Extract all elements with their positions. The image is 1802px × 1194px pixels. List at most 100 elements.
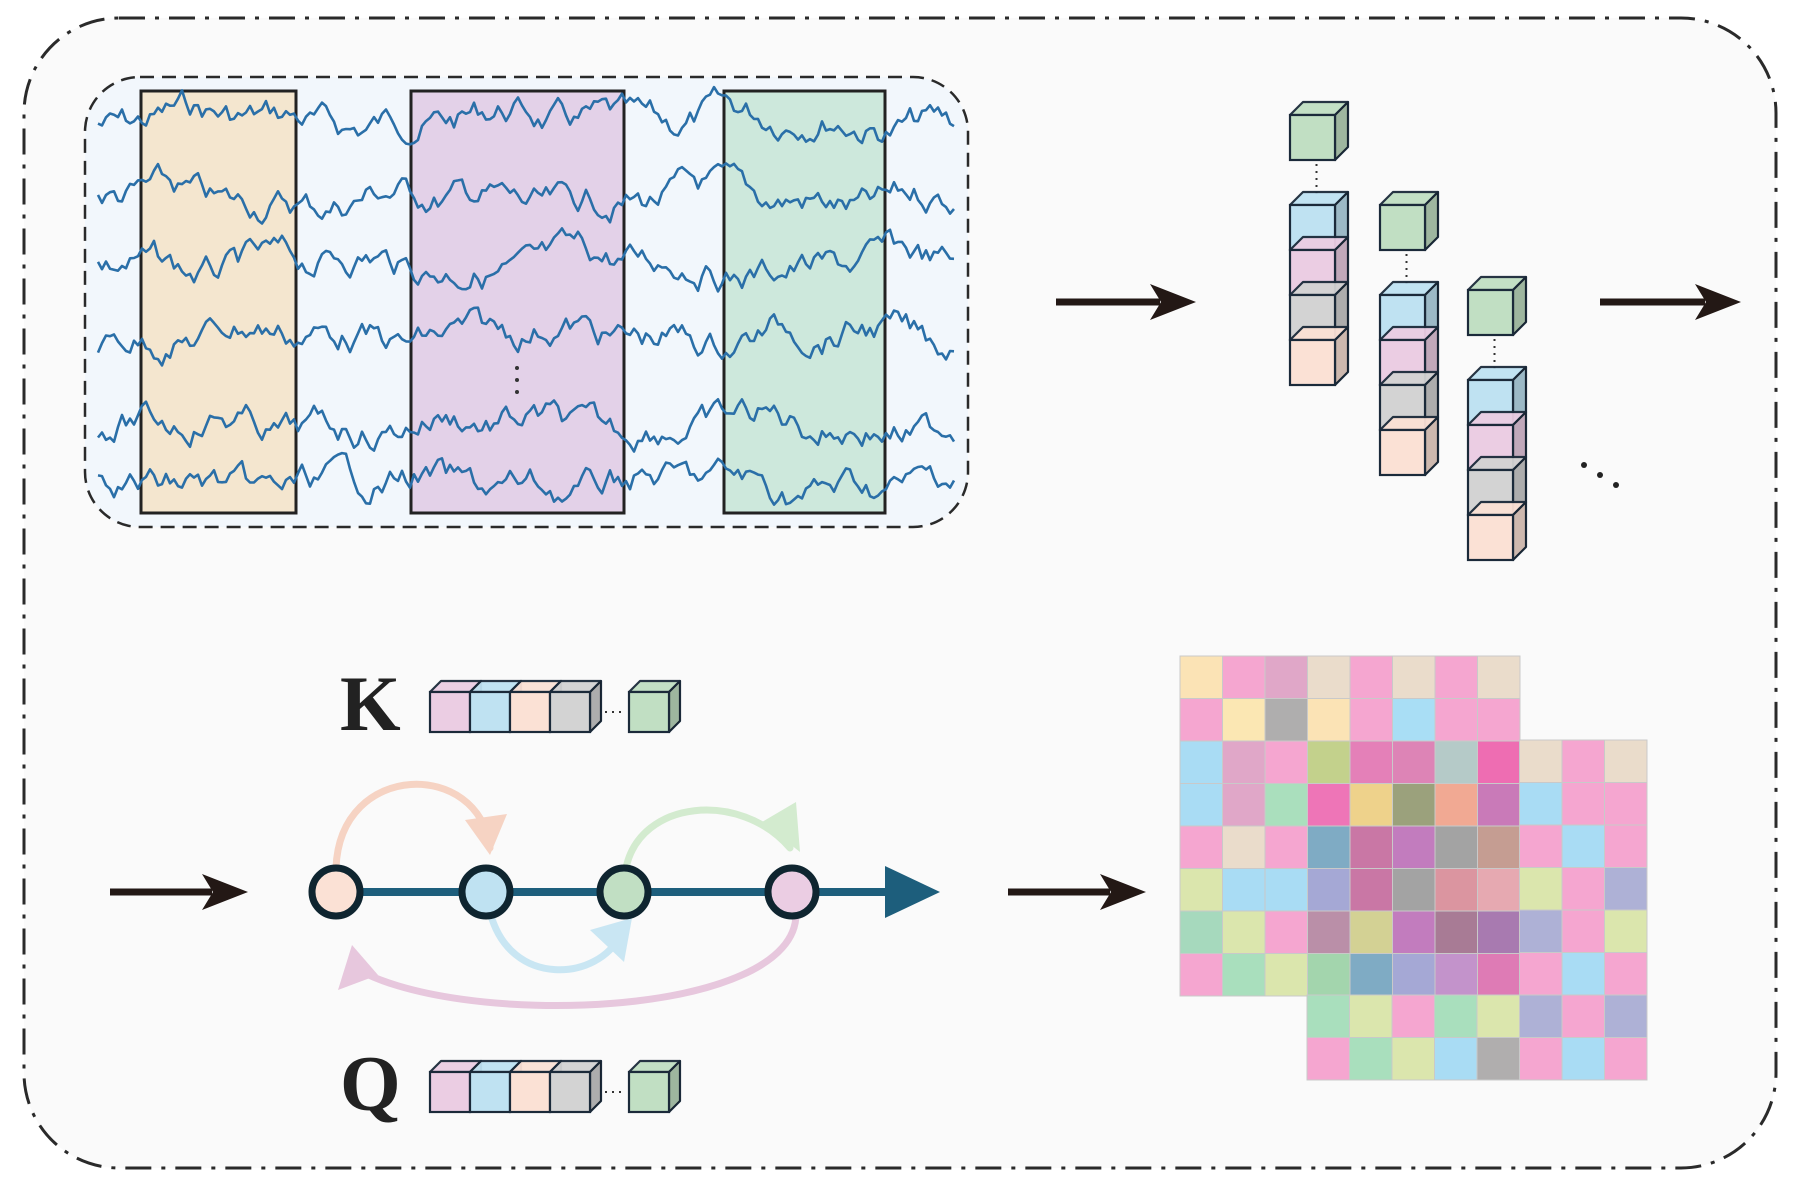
matrix-cell — [1519, 952, 1563, 996]
matrix-cell — [1222, 655, 1266, 699]
matrix-cell — [1434, 698, 1478, 742]
matrix-cell — [1349, 698, 1393, 742]
matrix-cell — [1264, 868, 1308, 912]
eeg-signals — [96, 85, 956, 506]
arc-head-green — [762, 802, 800, 852]
matrix-cell — [1477, 868, 1521, 912]
matrix-cell — [1264, 825, 1308, 869]
matrix-cell — [1519, 824, 1563, 868]
token-cube — [627, 679, 682, 734]
matrix-cell — [1604, 994, 1648, 1038]
matrix-cell — [1476, 1037, 1520, 1081]
arrow-attention-to-matrix — [1008, 874, 1146, 910]
matrix-cell — [1434, 868, 1478, 912]
matrix-cell — [1349, 783, 1393, 827]
matrix-cell — [1306, 1037, 1350, 1081]
matrix-cell — [1391, 1037, 1435, 1081]
matrix-cell — [1179, 825, 1223, 869]
matrix-cell — [1307, 740, 1351, 784]
arc-green — [622, 806, 794, 872]
matrix-cell — [1477, 825, 1521, 869]
matrix-cell — [1264, 910, 1308, 954]
matrix-cell — [1392, 910, 1436, 954]
matrix-cell — [1222, 910, 1266, 954]
matrix-cell — [1349, 953, 1393, 997]
matrix-cell — [1392, 698, 1436, 742]
matrix-cell — [1264, 953, 1308, 997]
matrix-cell — [1434, 783, 1478, 827]
cls-token-cube — [1466, 275, 1528, 337]
eeg-channel — [97, 451, 956, 506]
matrix-cell — [1477, 740, 1521, 784]
eeg-channel — [96, 306, 955, 367]
matrix-cell — [1477, 910, 1521, 954]
matrix-cell — [1519, 739, 1563, 783]
arc-pink — [346, 908, 800, 1010]
cls-token-cube — [1288, 100, 1350, 162]
attention-node-green — [596, 864, 652, 920]
matrix-cell — [1222, 740, 1266, 784]
matrix-cell — [1604, 739, 1648, 783]
matrix-cell — [1561, 782, 1605, 826]
matrix-cell — [1349, 868, 1393, 912]
arc-head-pink — [338, 945, 378, 990]
matrix-cell — [1476, 994, 1520, 1038]
token-stacks — [1288, 100, 1528, 562]
matrix-cell — [1222, 825, 1266, 869]
matrix-cell — [1349, 655, 1393, 699]
matrix-cell — [1222, 953, 1266, 997]
matrix-cell — [1604, 824, 1648, 868]
matrix-cell — [1477, 698, 1521, 742]
token-stack — [1288, 100, 1350, 387]
matrix-cell — [1307, 783, 1351, 827]
matrix-cell — [1392, 825, 1436, 869]
matrix-cell — [1222, 783, 1266, 827]
attention-nodes — [308, 864, 820, 920]
matrix-cell — [1392, 868, 1436, 912]
eeg-channel — [97, 85, 955, 146]
matrix-cell — [1434, 1037, 1478, 1081]
matrix-cell — [1434, 994, 1478, 1038]
matrix-cell — [1477, 655, 1521, 699]
matrix-cell — [1604, 782, 1648, 826]
arc-head-peach — [465, 814, 507, 855]
matrix-cell — [1477, 953, 1521, 997]
matrix-cell — [1349, 910, 1393, 954]
matrix-cell — [1434, 655, 1478, 699]
arc-head-blue — [590, 918, 632, 962]
matrix-cell — [1264, 655, 1308, 699]
eeg-channel — [96, 398, 956, 453]
matrix-cell — [1179, 953, 1223, 997]
matrix-cell — [1179, 868, 1223, 912]
token-cube — [627, 1059, 682, 1114]
query-token-row — [428, 1059, 682, 1114]
matrix-cell — [1349, 825, 1393, 869]
matrix-cell — [1561, 994, 1605, 1038]
matrix-cell — [1179, 698, 1223, 742]
matrix-cell — [1604, 1037, 1648, 1081]
arrow-tokens-out — [1600, 284, 1741, 320]
arc-blue — [486, 908, 624, 974]
attention-node-blue — [458, 864, 514, 920]
matrix-cell — [1307, 655, 1351, 699]
matrix-cell — [1179, 655, 1223, 699]
matrix-cell — [1434, 910, 1478, 954]
matrix-cell — [1307, 953, 1351, 997]
token-cube — [548, 679, 603, 734]
matrix-cell — [1264, 698, 1308, 742]
matrix-cell — [1307, 910, 1351, 954]
patch-token-cube — [1288, 325, 1350, 387]
matrix-cell — [1349, 994, 1393, 1038]
matrix-cell — [1179, 910, 1223, 954]
matrix-cell — [1392, 783, 1436, 827]
arrow-into-attention — [110, 874, 248, 910]
matrix-cell — [1434, 953, 1478, 997]
matrix-cell — [1477, 783, 1521, 827]
matrix-cell — [1434, 825, 1478, 869]
attention-node-peach — [308, 864, 364, 920]
matrix-cell — [1264, 783, 1308, 827]
matrix-cell — [1604, 952, 1648, 996]
matrix-cell — [1264, 740, 1308, 784]
matrix-cell — [1391, 994, 1435, 1038]
